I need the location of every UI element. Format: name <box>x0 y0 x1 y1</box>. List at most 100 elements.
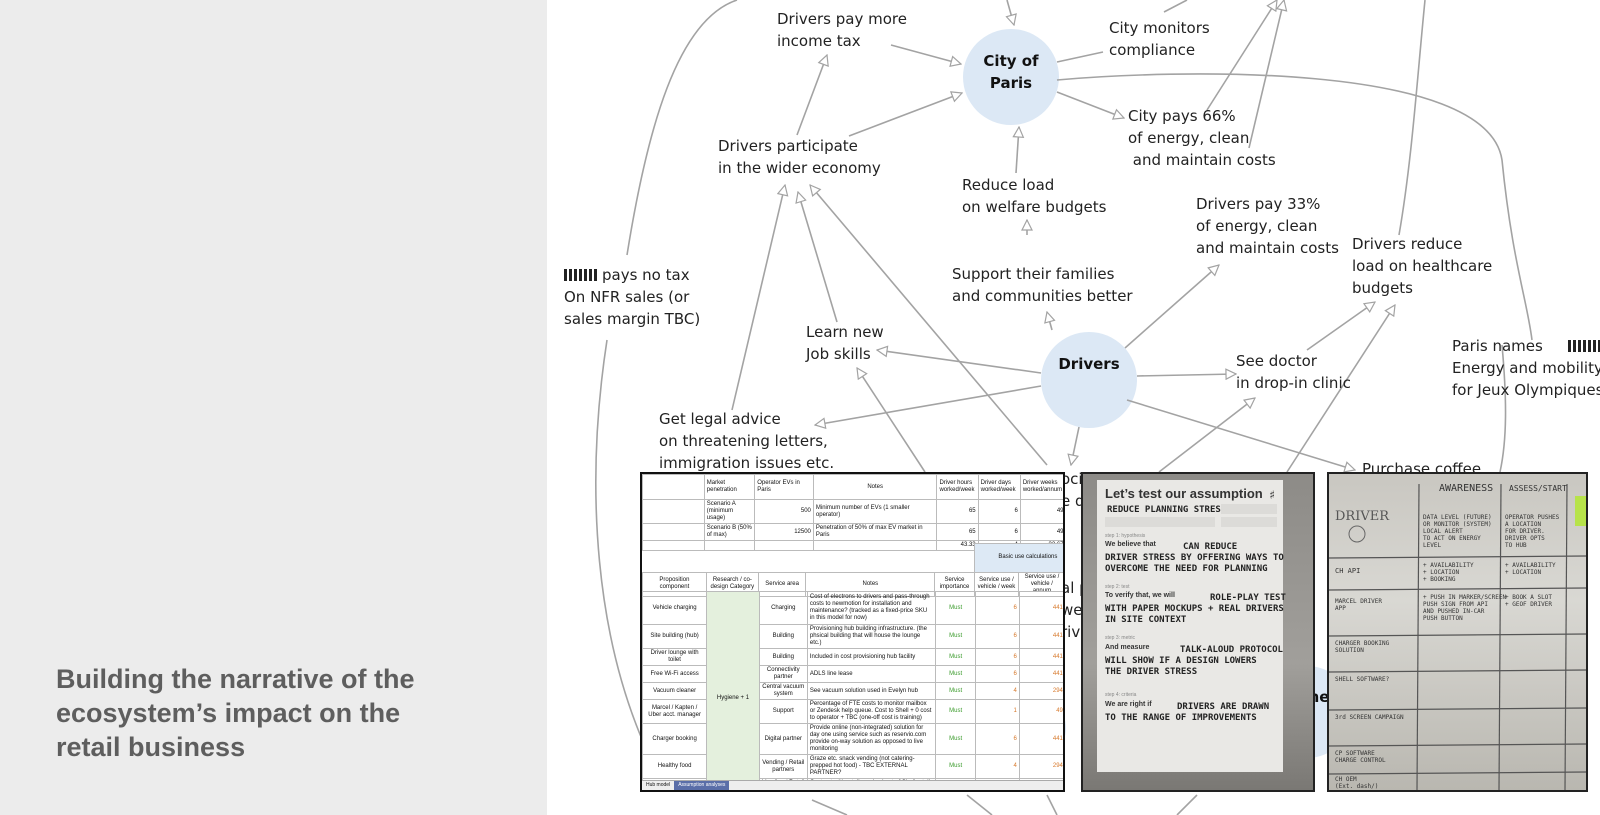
sheet-cell <box>642 523 705 541</box>
board-note: OPERATOR PUSHES A LOCATION FOR DRIVER. D… <box>1505 514 1560 549</box>
sheet-cell: Provide online (non-integrated) solution… <box>806 723 937 755</box>
sheet-cell: Digital partner <box>758 723 808 755</box>
card-step-4: step 4: criteria <box>1105 692 1137 698</box>
whiteboard-grid <box>1329 483 1586 790</box>
sheet-cell: 6 <box>974 624 1020 649</box>
sheet-cell: Vehicle charging <box>642 591 708 625</box>
sheet-tab-hub-model[interactable]: Hub model <box>646 782 671 788</box>
board-note: + AVAILABILITY + LOCATION <box>1505 562 1556 576</box>
card-step-1: step 1: hypothesis <box>1105 533 1146 539</box>
card-step-2: step 2: test <box>1105 584 1130 590</box>
sheet-cell: 441 <box>1018 665 1063 683</box>
node-drivers-label: Drivers <box>1058 355 1120 373</box>
sheet-cell: 4 <box>974 754 1020 779</box>
sheet-cell: Must <box>935 723 976 755</box>
spreadsheet-image: Market penetration Operator EVs in Paris… <box>640 472 1065 792</box>
sheet-cell: Driver hours worked/week <box>936 474 979 500</box>
board-row: MARCEL DRIVER APP <box>1335 598 1382 612</box>
label-learn-skills: Learn new Job skills <box>806 323 884 363</box>
board-col-awareness: AWARENESS <box>1439 483 1494 494</box>
board-row: CP SOFTWARE CHARGE CONTROL <box>1335 750 1386 764</box>
label-drivers-pay-more-tax: Drivers pay more income tax <box>777 10 907 50</box>
card-field-box <box>1105 517 1215 527</box>
doodle-face <box>1348 525 1366 543</box>
sheet-cell: Marcel / Kapten / Uber acct. manager <box>642 699 708 724</box>
sheet-cell: 441 <box>1018 591 1063 625</box>
label-drivers-reduce-healthcare: Drivers reduce load on healthcare budget… <box>1352 235 1493 297</box>
board-row: CH OEM (Ext. dash/) <box>1335 776 1379 790</box>
sheet-cell: 65 <box>936 499 979 524</box>
sheet-cell: See vacuum solution used in Evelyn hub <box>806 682 937 700</box>
card-verify-prompt: To verify that, we will <box>1105 592 1175 599</box>
node-city-label: City of Paris <box>983 52 1039 92</box>
sheet-cell: Must <box>935 699 976 724</box>
sheet-cell: Operator EVs in Paris <box>754 474 814 500</box>
sheet-cell: Must <box>935 624 976 649</box>
ecosystem-diagram: City of Paris Drivers he Drivers pay mor… <box>547 0 1600 815</box>
sheet-top-table: Market penetration Operator EVs in Paris… <box>642 474 1063 551</box>
label-city-monitors: City monitors compliance <box>1109 19 1210 59</box>
board-row: CH API <box>1335 567 1361 575</box>
board-col-assess: ASSESS/START <box>1509 484 1567 493</box>
label-support-families: Support their families and communities b… <box>952 265 1133 305</box>
sheet-cell: Included in cost provisioning hub facili… <box>806 648 937 666</box>
sheet-data-row: Marcel / Kapten / Uber acct. manager Supp… <box>642 699 1063 724</box>
card-right-prompt: We are right if <box>1105 701 1152 708</box>
sheet-cell: Support <box>758 699 808 724</box>
whiteboard-photo: DRIVER AWARENESS ASSESS/START DATA LEVEL… <box>1327 472 1588 792</box>
sheet-cell: Scenario A (minimum usage) <box>703 499 756 524</box>
board-note: DATA LEVEL (FUTURE) OR MONITOR (SYSTEM) … <box>1423 514 1492 549</box>
card-step-3: step 3: metric <box>1105 635 1136 641</box>
sheet-top-row: Scenario A (minimum usage) 500 Minimum n… <box>642 499 1063 524</box>
sheet-cell: Building <box>758 648 808 666</box>
sheet-cell: Healthy food <box>642 754 708 779</box>
board-col-driver: DRIVER <box>1335 509 1390 524</box>
sheet-cell: Driver weeks worked/annum <box>1019 474 1063 500</box>
sheet-cell: 6 <box>977 499 1021 524</box>
label-see-doctor: See doctor in drop-in clinic <box>1236 352 1351 392</box>
sheet-tab-assumption-analyses[interactable]: Assumption analyses <box>674 781 730 790</box>
sheet-cell: Market penetration <box>703 474 756 500</box>
board-note: + AVAILABILITY + LOCATION + BOOKING <box>1423 562 1474 583</box>
sheet-cell: Minimum number of EVs (1 smaller operato… <box>812 499 938 524</box>
sheet-cell: 441 <box>1018 723 1063 755</box>
sheet-cell: Charging <box>758 591 808 625</box>
sheet-cell: 294 <box>1018 754 1063 779</box>
sheet-top-header-row: Market penetration Operator EVs in Paris… <box>642 474 1063 500</box>
sheet-cell: Must <box>935 665 976 683</box>
label-city-pays: City pays 66% of energy, clean and maint… <box>1128 107 1276 169</box>
card-title: Let’s test our assumption <box>1105 486 1263 501</box>
node-city-circle <box>963 29 1059 125</box>
sticky-note <box>1575 496 1586 526</box>
sheet-cell: ADLS line lease <box>806 665 937 683</box>
sheet-cell: 6 <box>974 665 1020 683</box>
sheet-cell: Notes <box>812 474 938 500</box>
card-measure-prompt: And measure <box>1105 644 1150 651</box>
sheet-cell: Vending / Retail partners <box>758 754 808 779</box>
sheet-cell: 4 <box>974 682 1020 700</box>
label-paris-names: Paris names Energy and mobility pa for J… <box>1452 337 1600 399</box>
assumption-card: Let’s test our assumption ♯ REDUCE PLANN… <box>1097 480 1286 772</box>
sheet-cell: Provisioning hub building infrastructure… <box>806 624 937 649</box>
card-corner-mark: ♯ <box>1269 488 1275 502</box>
sheet-cell: Must <box>935 648 976 666</box>
sheet-cell: Driver days worked/week <box>977 474 1021 500</box>
sheet-top-row: Scenario B (50% of max) 12500 Penetratio… <box>642 523 1063 541</box>
label-reduce-welfare: Reduce load on welfare budgets <box>962 176 1107 216</box>
sheet-cell: 6 <box>974 591 1020 625</box>
assumption-card-photo: Let’s test our assumption ♯ REDUCE PLANN… <box>1081 472 1315 792</box>
board-note: + PUSH IN MARKER/SCREEN PUSH SIGN FROM A… <box>1423 594 1507 622</box>
sheet-cell: Must <box>935 682 976 700</box>
sheet-cell: 1 <box>974 699 1020 724</box>
slide-title: Building the narrative of the ecosystem’… <box>56 664 415 762</box>
card-field-box <box>1221 517 1277 527</box>
redacted-logo-2 <box>1568 340 1600 352</box>
label-drivers-participate: Drivers participate in the wider economy <box>718 137 881 177</box>
board-row: CHARGER BOOKING SOLUTION <box>1335 640 1390 654</box>
